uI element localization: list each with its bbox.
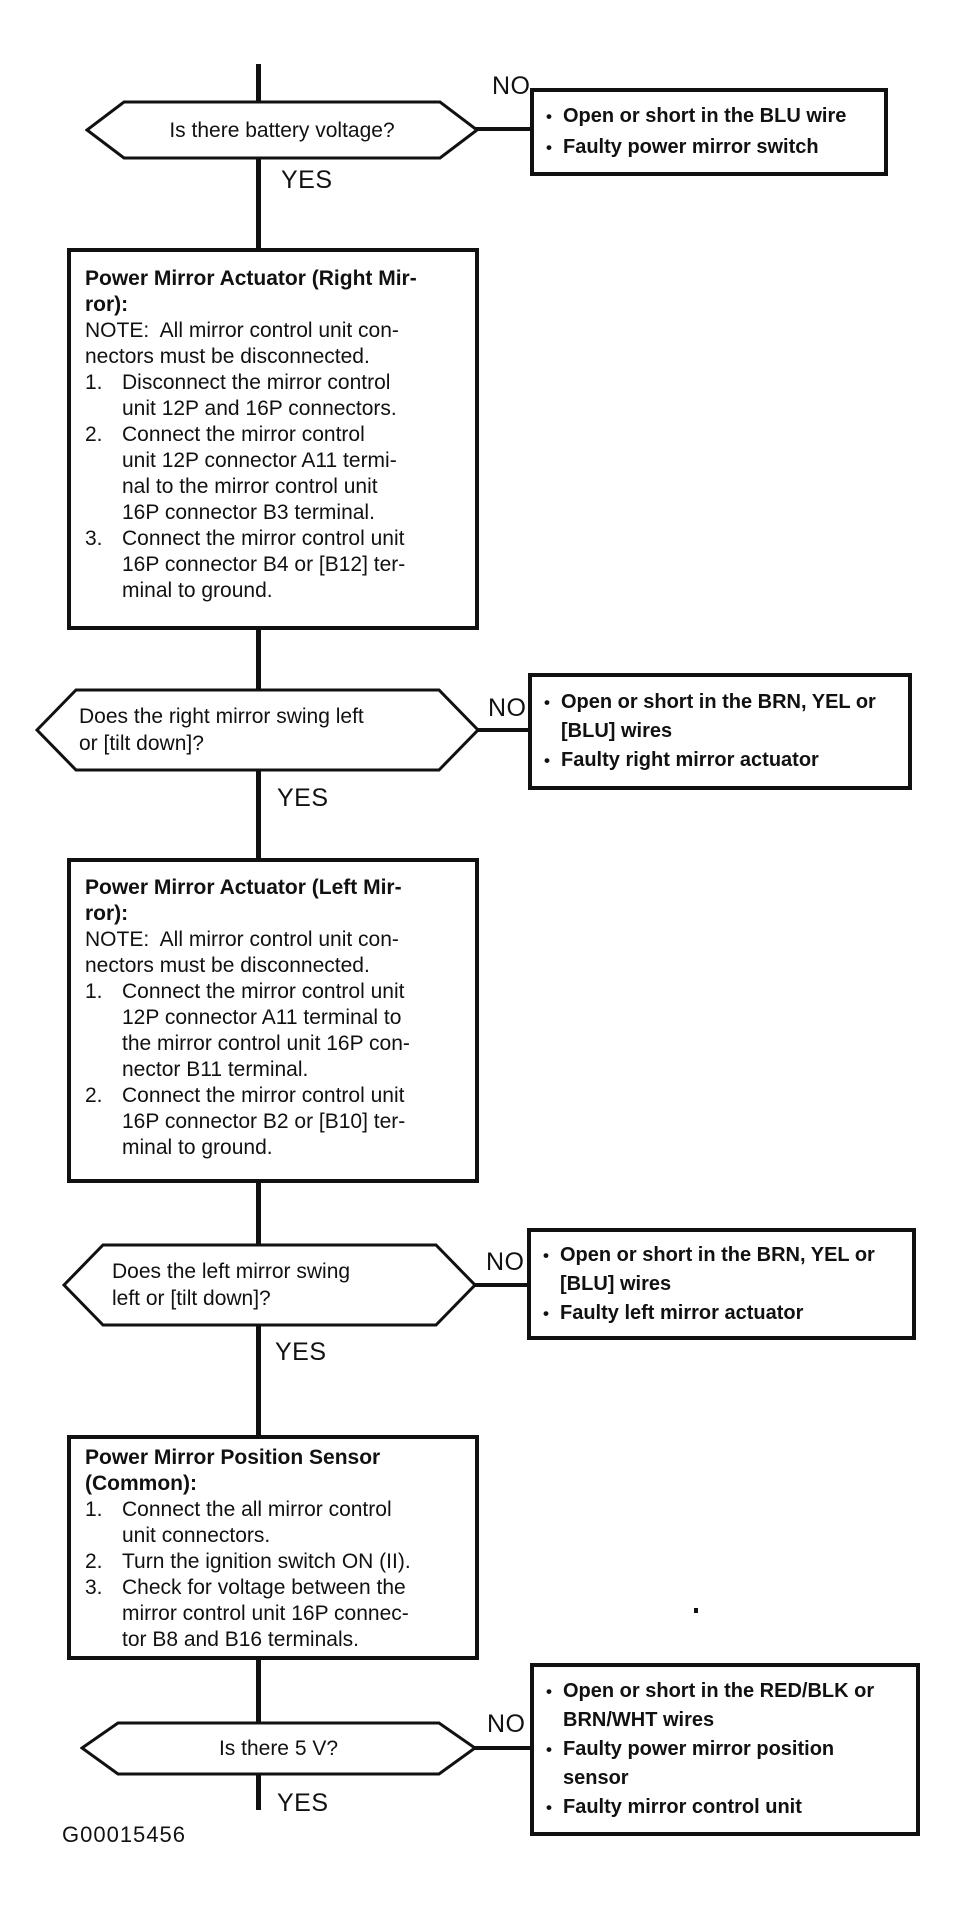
connector-line-no-2 <box>476 728 532 732</box>
connector-line-no-1 <box>474 127 532 131</box>
connector-line-3 <box>256 1179 261 1245</box>
no-label: NO <box>488 694 527 722</box>
process-note: NOTE: All mirror control unit con- necto… <box>85 928 399 977</box>
bullet-icon: • <box>543 1303 549 1323</box>
result-item: • Faulty power mirror switch <box>546 132 872 163</box>
decision-question: Does the right mirror swing left or [til… <box>79 705 364 755</box>
bullet-icon: • <box>546 1798 552 1817</box>
result-item: • Open or short in the BLU wire <box>546 101 872 132</box>
decision-battery-voltage: Is there battery voltage? <box>85 100 479 160</box>
bullet-icon: • <box>544 693 550 712</box>
bullet-icon: • <box>543 1245 549 1265</box>
process-step: 1. Connect the mirror control unit 12P c… <box>85 980 410 1081</box>
bullet-icon: • <box>546 138 552 157</box>
yes-label: YES <box>275 1338 327 1366</box>
process-step: 3. Check for voltage between the mirror … <box>85 1576 409 1651</box>
connector-line-4 <box>256 1656 261 1724</box>
process-box-position-sensor: Power Mirror Position Sensor (Common): 1… <box>67 1435 479 1660</box>
decision-left-mirror-swing: Does the left mirror swing left or [tilt… <box>62 1243 477 1327</box>
no-label: NO <box>486 1248 525 1276</box>
connector-line-no-3 <box>473 1283 529 1287</box>
decision-question: Is there battery voltage? <box>169 118 395 142</box>
figure-id: G00015456 <box>62 1822 186 1847</box>
yes-label: YES <box>277 1789 329 1817</box>
hexagon-shape <box>80 1721 477 1776</box>
result-item: • Open or short in the RED/BLK or BRN/WH… <box>546 1677 904 1735</box>
result-box-battery: • Open or short in the BLU wire • Faulty… <box>530 88 888 176</box>
connector-line-yes-4 <box>256 1772 261 1810</box>
process-step: 2. Turn the ignition switch ON (II). <box>85 1550 411 1573</box>
process-note: NOTE: All mirror control unit con- necto… <box>85 319 399 368</box>
result-item: • Faulty right mirror actuator <box>544 746 896 775</box>
bullet-icon: • <box>544 751 550 770</box>
no-label: NO <box>492 72 531 100</box>
decision-question: Is there 5 V? <box>218 1737 339 1760</box>
process-step: 1. Disconnect the mirror control unit 12… <box>85 371 397 420</box>
process-step: 1. Connect the all mirror control unit c… <box>85 1498 392 1547</box>
hexagon-shape <box>85 100 479 160</box>
result-item: • Faulty left mirror actuator <box>543 1299 900 1328</box>
process-step: 3. Connect the mirror control unit 16P c… <box>85 527 406 602</box>
bullet-icon: • <box>546 1740 552 1759</box>
result-item: • Faulty power mirror position sensor <box>546 1735 904 1793</box>
process-title: Power Mirror Position Sensor (Common): <box>85 1446 381 1495</box>
connector-line-top <box>256 64 261 102</box>
scan-artifact-dot <box>694 1608 698 1613</box>
decision-5v: Is there 5 V? <box>80 1721 477 1776</box>
yes-label: YES <box>281 166 333 194</box>
result-item: • Open or short in the BRN, YEL or [BLU]… <box>544 688 896 746</box>
process-title: Power Mirror Actuator (Right Mir- ror): <box>85 267 417 316</box>
connector-line-yes-3 <box>256 1323 261 1437</box>
result-box-left-mirror: • Open or short in the BRN, YEL or [BLU]… <box>527 1228 916 1340</box>
result-box-position-sensor: • Open or short in the RED/BLK or BRN/WH… <box>530 1663 920 1836</box>
hexagon-shape <box>35 688 480 772</box>
connector-line-yes-1 <box>256 156 261 250</box>
bullet-icon: • <box>546 1682 552 1701</box>
connector-line-yes-2 <box>256 768 261 860</box>
result-item: • Open or short in the BRN, YEL or [BLU]… <box>543 1241 900 1299</box>
connector-line-no-4 <box>473 1746 532 1750</box>
connector-line-2 <box>256 626 261 692</box>
decision-right-mirror-swing: Does the right mirror swing left or [til… <box>35 688 480 772</box>
process-box-right-mirror-actuator: Power Mirror Actuator (Right Mir- ror): … <box>67 248 479 630</box>
process-step: 2. Connect the mirror control unit 16P c… <box>85 1084 406 1159</box>
process-step: 2. Connect the mirror control unit 12P c… <box>85 423 397 524</box>
result-box-right-mirror: • Open or short in the BRN, YEL or [BLU]… <box>528 673 912 790</box>
hexagon-shape <box>62 1243 477 1327</box>
bullet-icon: • <box>546 107 552 126</box>
no-label: NO <box>487 1710 526 1738</box>
decision-question: Does the left mirror swing left or [tilt… <box>112 1260 351 1310</box>
process-box-left-mirror-actuator: Power Mirror Actuator (Left Mir- ror): N… <box>67 858 479 1183</box>
yes-label: YES <box>277 784 329 812</box>
result-item: • Faulty mirror control unit <box>546 1793 904 1822</box>
process-title: Power Mirror Actuator (Left Mir- ror): <box>85 876 402 925</box>
